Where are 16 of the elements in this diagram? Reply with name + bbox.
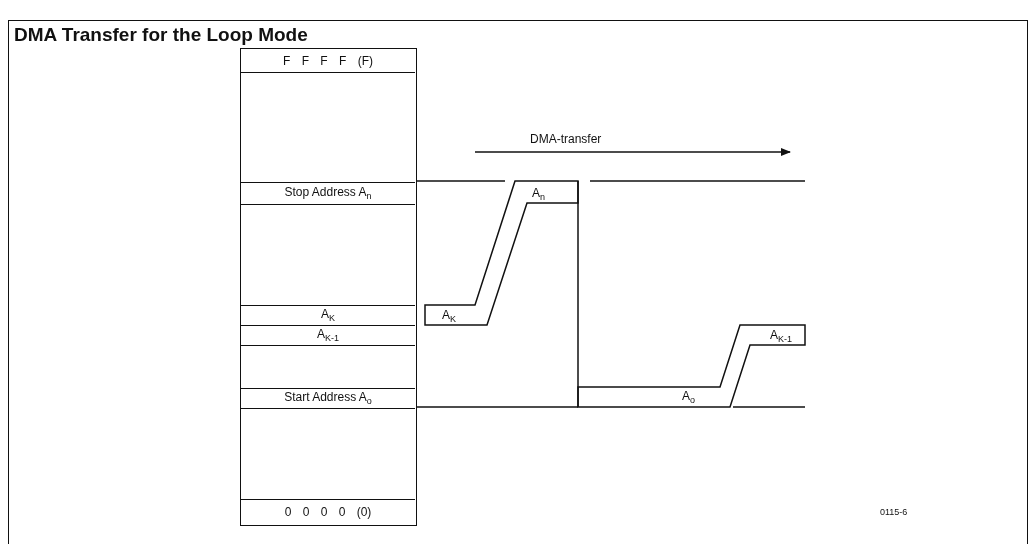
memory-cell [241, 388, 415, 409]
waveform-label: A$_{o}$ [682, 389, 696, 406]
address-label: A$_{K-1}$ [317, 327, 339, 344]
direction-label: DMA-transfer [530, 132, 602, 146]
figure-title: DMA Transfer for the Loop Mode [14, 24, 308, 46]
memory-cell [241, 182, 415, 205]
address-label: Stop Address A$_{n}$ [284, 185, 372, 202]
address-value: 0 0 0 0 (0) [284, 505, 372, 519]
waveform-label: A$_{K}$ [442, 308, 457, 325]
figure-number: 0115-6 [880, 507, 908, 517]
address-label: Start Address A$_{o}$ [284, 390, 372, 407]
memory-map-box [240, 48, 417, 526]
address-label: A$_{K}$ [321, 307, 335, 324]
waveform-label: A$_{K-1}$ [770, 328, 793, 345]
address-value: F F F F (F) [283, 53, 373, 68]
waveform-label: A$_{n}$ [532, 186, 546, 203]
